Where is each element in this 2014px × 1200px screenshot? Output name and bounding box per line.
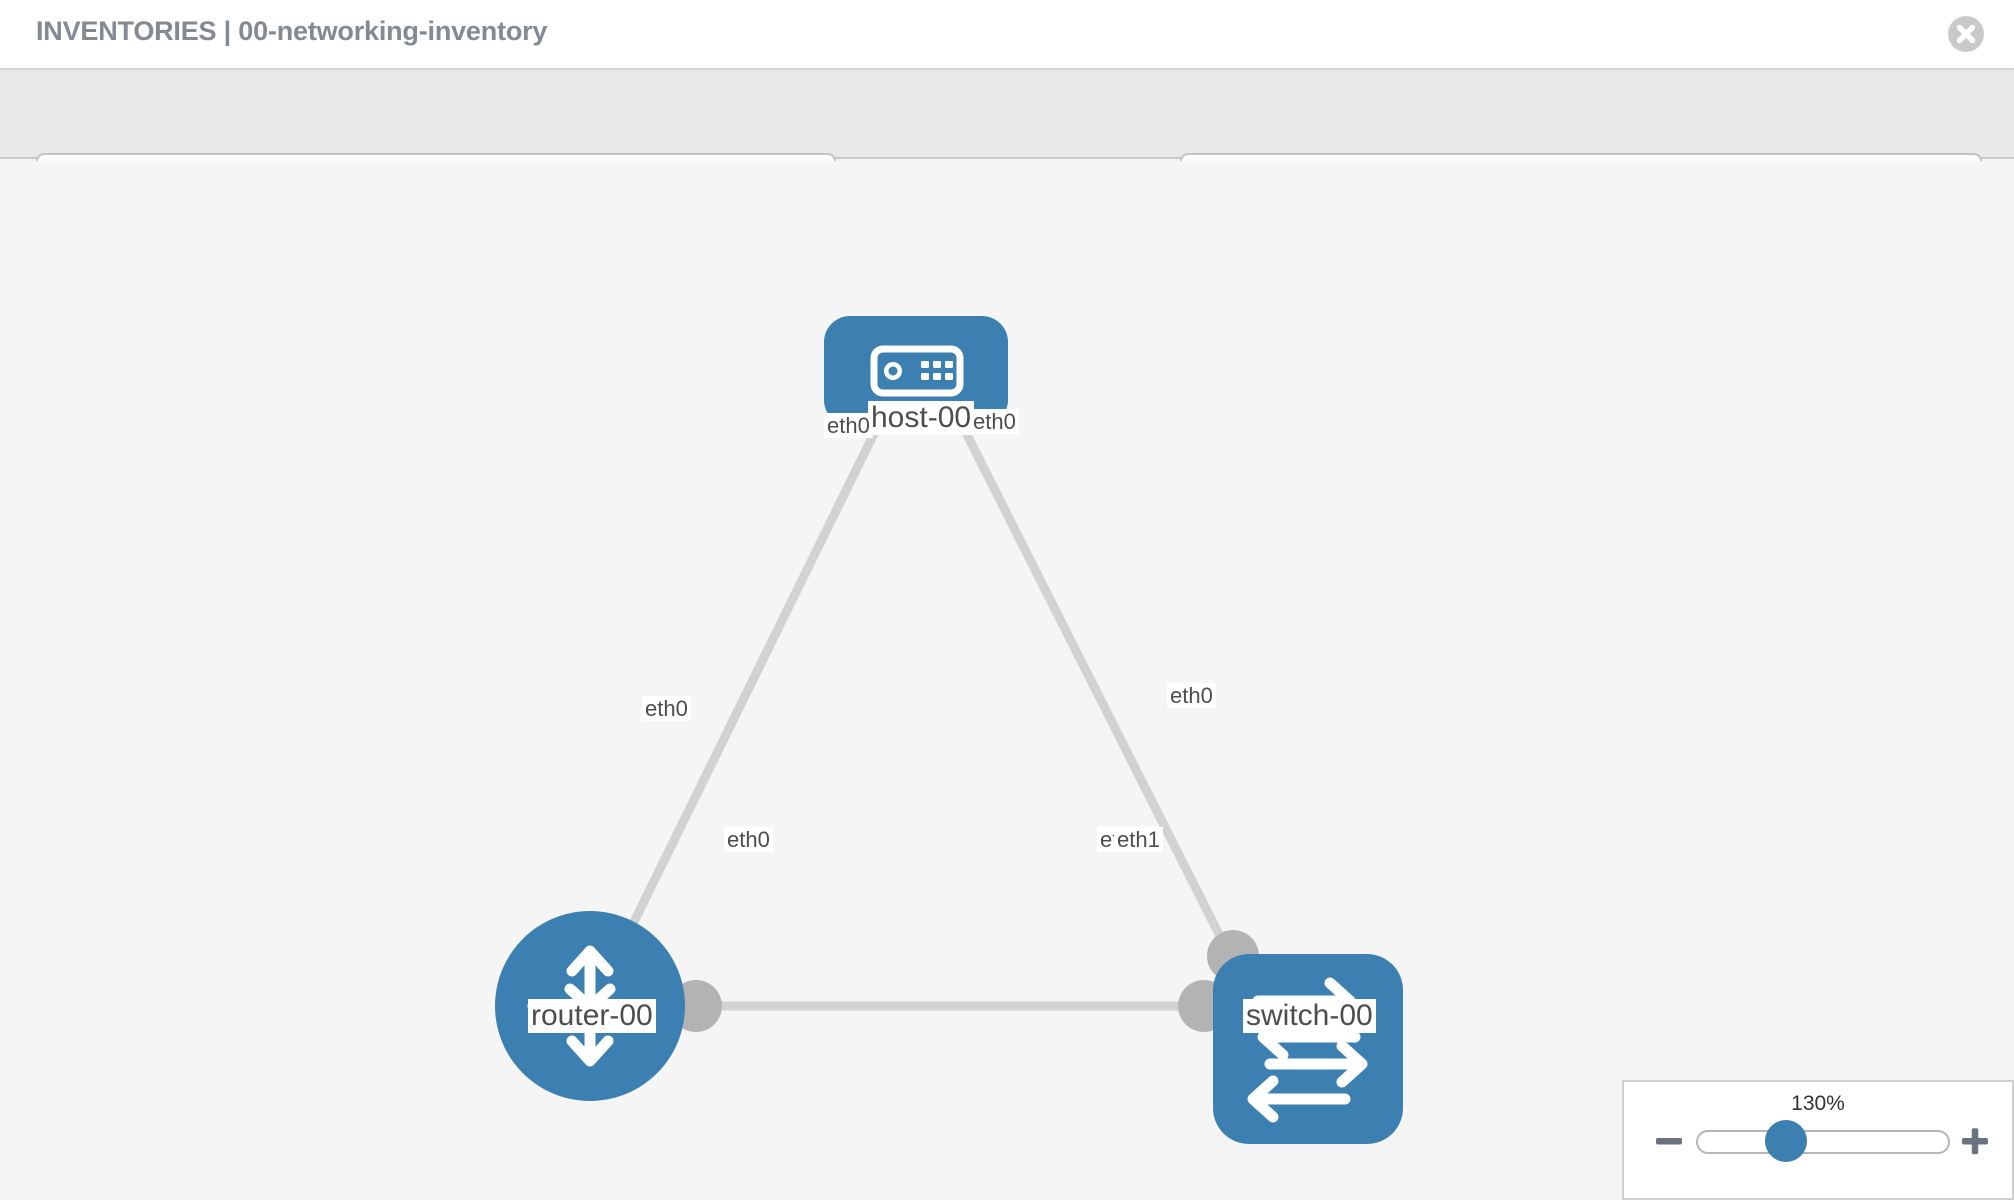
zoom-level-value: 130% [1791, 1092, 1845, 1115]
iface-label-switch-left-b: eth1 [1114, 827, 1163, 853]
topology-graph [495, 316, 1403, 1144]
close-icon[interactable] [1946, 14, 1986, 54]
zoom-out-button[interactable] [1652, 1124, 1686, 1158]
page-header: INVENTORIES | 00-networking-inventory [0, 0, 2014, 70]
toolbar: ACTIONS SEARCH [0, 70, 2014, 209]
server-icon-details [883, 361, 953, 380]
zoom-control-panel: 130% [1622, 1080, 2014, 1200]
zoom-slider-thumb[interactable] [1765, 1120, 1807, 1162]
iface-label-router-right: eth0 [724, 827, 773, 853]
node-host-00[interactable] [824, 316, 1008, 426]
node-label-router: router-00 [528, 999, 656, 1033]
topology-edges [595, 396, 1240, 1011]
node-switch-00[interactable] [1213, 954, 1403, 1144]
iface-label-router-up: eth0 [642, 696, 691, 722]
iface-label-host-right: eth0 [970, 409, 1019, 435]
edge-host-router[interactable] [595, 396, 895, 996]
server-icon [870, 345, 964, 397]
zoom-in-button[interactable] [1958, 1124, 1992, 1158]
iface-label-host-left: eth0 [824, 413, 873, 439]
zoom-slider-track[interactable] [1696, 1130, 1950, 1154]
node-label-switch: switch-00 [1243, 999, 1376, 1033]
page-title: INVENTORIES | 00-networking-inventory [36, 16, 548, 46]
iface-label-switch-up: eth0 [1167, 683, 1216, 709]
topology-canvas[interactable]: host-00 eth0 eth0 eth0 eth0 eth0 eth eth… [0, 161, 2014, 1200]
node-label-host: host-00 [868, 401, 975, 435]
edge-host-switch[interactable] [945, 396, 1240, 971]
